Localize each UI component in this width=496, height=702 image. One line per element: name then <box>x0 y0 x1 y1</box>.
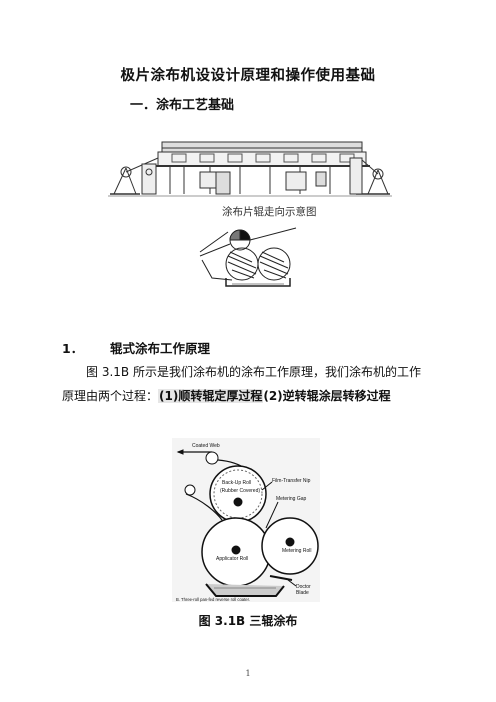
figure-caption: 图 3.1B 三辊涂布 <box>198 614 298 628</box>
roll-detail-drawing <box>199 227 297 287</box>
paragraph-line2-prefix: 原理由两个过程： <box>62 389 159 403</box>
section-heading: 一．涂布工艺基础 <box>130 98 235 113</box>
label-metering-roll: Metering Roll <box>282 548 311 554</box>
coating-machine-figure: 涂布片辊走向示意图 <box>100 128 396 318</box>
figure2-footnote: B. Three-roll pan-fed reverse roll coate… <box>176 597 250 602</box>
label-applicator-roll: Applicator Roll <box>216 556 248 562</box>
page-number: 1 <box>245 669 251 678</box>
document-title: 极片涂布机设设计原理和操作使用基础 <box>120 68 376 84</box>
label-backup-roll: Back-Up Roll <box>222 480 251 486</box>
highlight-process-1: (1)顺转辊定厚过程 <box>158 389 264 403</box>
process-2: (2)逆转辊涂层转移过程 <box>263 389 391 403</box>
label-blade: Blade <box>296 590 309 596</box>
three-roll-coater-figure: Coated Web Back-Up Roll (Rubber Covered)… <box>172 438 320 602</box>
heading-text: 辊式涂布工作原理 <box>110 341 211 356</box>
label-metering-gap: Metering Gap <box>276 496 307 502</box>
three-roll-coater-drawing: Coated Web Back-Up Roll (Rubber Covered)… <box>172 438 320 602</box>
label-rubber-covered: (Rubber Covered) <box>220 488 260 494</box>
label-coated-web: Coated Web <box>192 443 220 449</box>
heading-number: 1． <box>62 341 84 356</box>
figure1-label: 涂布片辊走向示意图 <box>222 205 317 218</box>
body-paragraph-line2: 原理由两个过程：(1)顺转辊定厚过程(2)逆转辊涂层转移过程 <box>62 384 442 408</box>
label-doctor: Doctor <box>296 584 311 590</box>
heading-roller-coating: 1． 辊式涂布工作原理 <box>62 338 210 357</box>
paragraph-line1: 图 3.1B 所示是我们涂布机的涂布工作原理，我们涂布机的工作 <box>86 365 421 379</box>
body-paragraph: 图 3.1B 所示是我们涂布机的涂布工作原理，我们涂布机的工作 <box>62 360 442 384</box>
label-film-transfer-nip: Film-Transfer Nip <box>272 478 311 484</box>
coating-machine-drawing: 涂布片辊走向示意图 <box>108 141 392 287</box>
